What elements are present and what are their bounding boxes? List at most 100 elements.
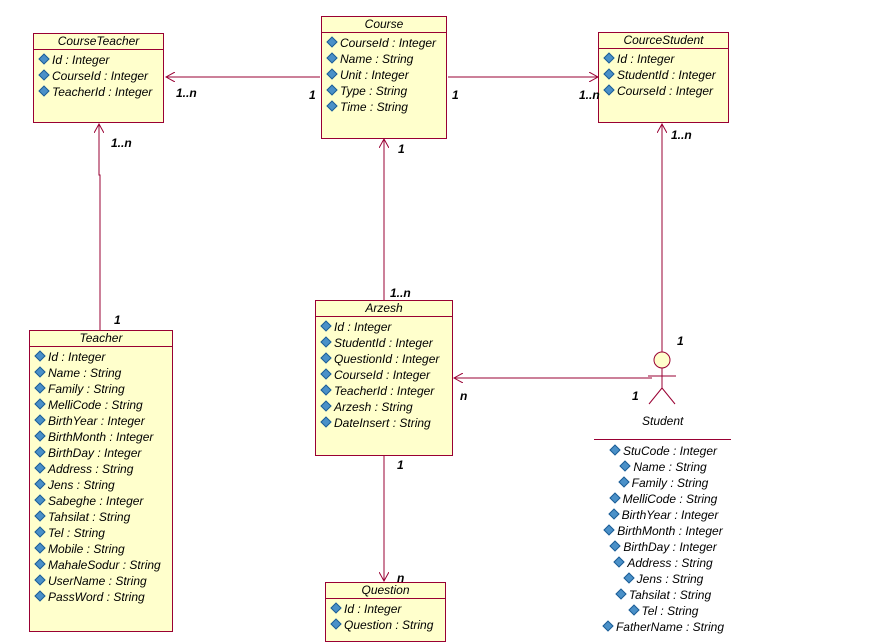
class-title: Question <box>326 583 445 599</box>
attribute-diamond-icon <box>622 572 635 584</box>
attribute-text: Id : Integer <box>617 52 675 66</box>
student-attribute-row: Address : String <box>600 555 728 571</box>
attribute-diamond-icon <box>34 414 46 426</box>
mult-student-arzesh-one: 1 <box>632 389 639 403</box>
attribute-row: Id : Integer <box>30 349 172 365</box>
attribute-row: UserName : String <box>30 573 172 589</box>
attribute-row: Unit : Integer <box>322 67 446 83</box>
attribute-text: CourseId : Integer <box>52 69 149 83</box>
attribute-diamond-icon <box>34 398 46 410</box>
attribute-diamond-icon <box>326 52 338 64</box>
mult-teacher-courseteacher-many: 1..n <box>111 136 132 150</box>
student-attribute-row: FatherName : String <box>600 619 728 635</box>
attribute-row: Tel : String <box>30 525 172 541</box>
attribute-diamond-icon <box>619 460 631 472</box>
attribute-text: CourseId : Integer <box>617 84 714 98</box>
attribute-text: MahaleSodur : String <box>48 558 161 572</box>
attribute-text: Arzesh : String <box>334 400 413 414</box>
student-attribute-row: BirthYear : Integer <box>600 507 728 523</box>
attribute-diamond-icon <box>34 382 46 394</box>
student-actor-label: Student <box>642 414 684 428</box>
attribute-diamond-icon <box>603 52 615 64</box>
attribute-diamond-icon <box>320 384 332 396</box>
attribute-text: TeacherId : Integer <box>52 85 153 99</box>
attribute-text: Name : String <box>340 52 414 66</box>
attribute-row: MelliCode : String <box>30 397 172 413</box>
attribute-diamond-icon <box>326 100 338 112</box>
attribute-diamond-icon <box>627 604 640 616</box>
attribute-text: Id : Integer <box>48 350 106 364</box>
attribute-diamond-icon <box>34 510 46 522</box>
student-attribute-row: BirthDay : Integer <box>600 539 728 555</box>
attribute-row: Id : Integer <box>326 601 445 617</box>
attribute-row: TeacherId : Integer <box>316 383 452 399</box>
attribute-diamond-icon <box>613 556 625 568</box>
mult-student-courcestudent-one: 1 <box>677 334 684 348</box>
attribute-diamond-icon <box>608 492 621 504</box>
student-attribute-row: MelliCode : String <box>600 491 728 507</box>
attribute-text: TeacherId : Integer <box>334 384 435 398</box>
mult-course-courcestudent-many: 1..n <box>579 88 600 102</box>
attribute-diamond-icon <box>602 620 614 632</box>
attribute-text: PassWord : String <box>48 590 145 604</box>
attribute-text: Name : String <box>48 366 122 380</box>
student-separator <box>594 439 731 440</box>
attribute-text: Time : String <box>340 100 408 114</box>
attribute-row: BirthDay : Integer <box>30 445 172 461</box>
attribute-text: StuCode : Integer <box>622 444 718 458</box>
attribute-diamond-icon <box>38 69 50 81</box>
attribute-text: Id : Integer <box>344 602 402 616</box>
attribute-row: Id : Integer <box>34 52 163 68</box>
attribute-row: Type : String <box>322 83 446 99</box>
attribute-diamond-icon <box>320 416 332 428</box>
attribute-text: Tel : String <box>48 526 105 540</box>
attribute-text: MelliCode : String <box>622 492 718 506</box>
attribute-row: PassWord : String <box>30 589 172 605</box>
attribute-text: Address : String <box>627 556 713 570</box>
attribute-row: Jens : String <box>30 477 172 493</box>
attribute-text: Tel : String <box>641 604 699 618</box>
attribute-row: DateInsert : String <box>316 415 452 431</box>
attribute-text: Jens : String <box>636 572 704 586</box>
attribute-diamond-icon <box>34 446 46 458</box>
mult-arzesh-course-many: 1..n <box>390 286 411 300</box>
attribute-diamond-icon <box>34 574 46 586</box>
attribute-diamond-icon <box>603 84 615 96</box>
attribute-text: Address : String <box>48 462 134 476</box>
mult-student-courcestudent-many: 1..n <box>671 128 692 142</box>
attribute-text: Type : String <box>340 84 408 98</box>
attribute-diamond-icon <box>34 526 46 538</box>
attribute-diamond-icon <box>34 542 46 554</box>
attribute-row: Arzesh : String <box>316 399 452 415</box>
attribute-diamond-icon <box>617 476 630 488</box>
attribute-row: Name : String <box>322 51 446 67</box>
mult-course-courseteacher-many: 1..n <box>176 86 197 100</box>
attribute-row: CourseId : Integer <box>34 68 163 84</box>
class-title: Arzesh <box>316 301 452 317</box>
student-attribute-row: Name : String <box>600 459 728 475</box>
student-attribute-row: BirthMonth : Integer <box>600 523 728 539</box>
attribute-text: CourseId : Integer <box>340 36 437 50</box>
attribute-text: Name : String <box>633 460 707 474</box>
attribute-text: StudentId : Integer <box>617 68 716 82</box>
attribute-diamond-icon <box>34 478 46 490</box>
student-attribute-row: Jens : String <box>600 571 728 587</box>
attribute-text: Question : String <box>344 618 434 632</box>
attribute-text: DateInsert : String <box>334 416 431 430</box>
attribute-row: MahaleSodur : String <box>30 557 172 573</box>
attribute-text: BirthYear : Integer <box>621 508 719 522</box>
attribute-diamond-icon <box>609 540 621 552</box>
